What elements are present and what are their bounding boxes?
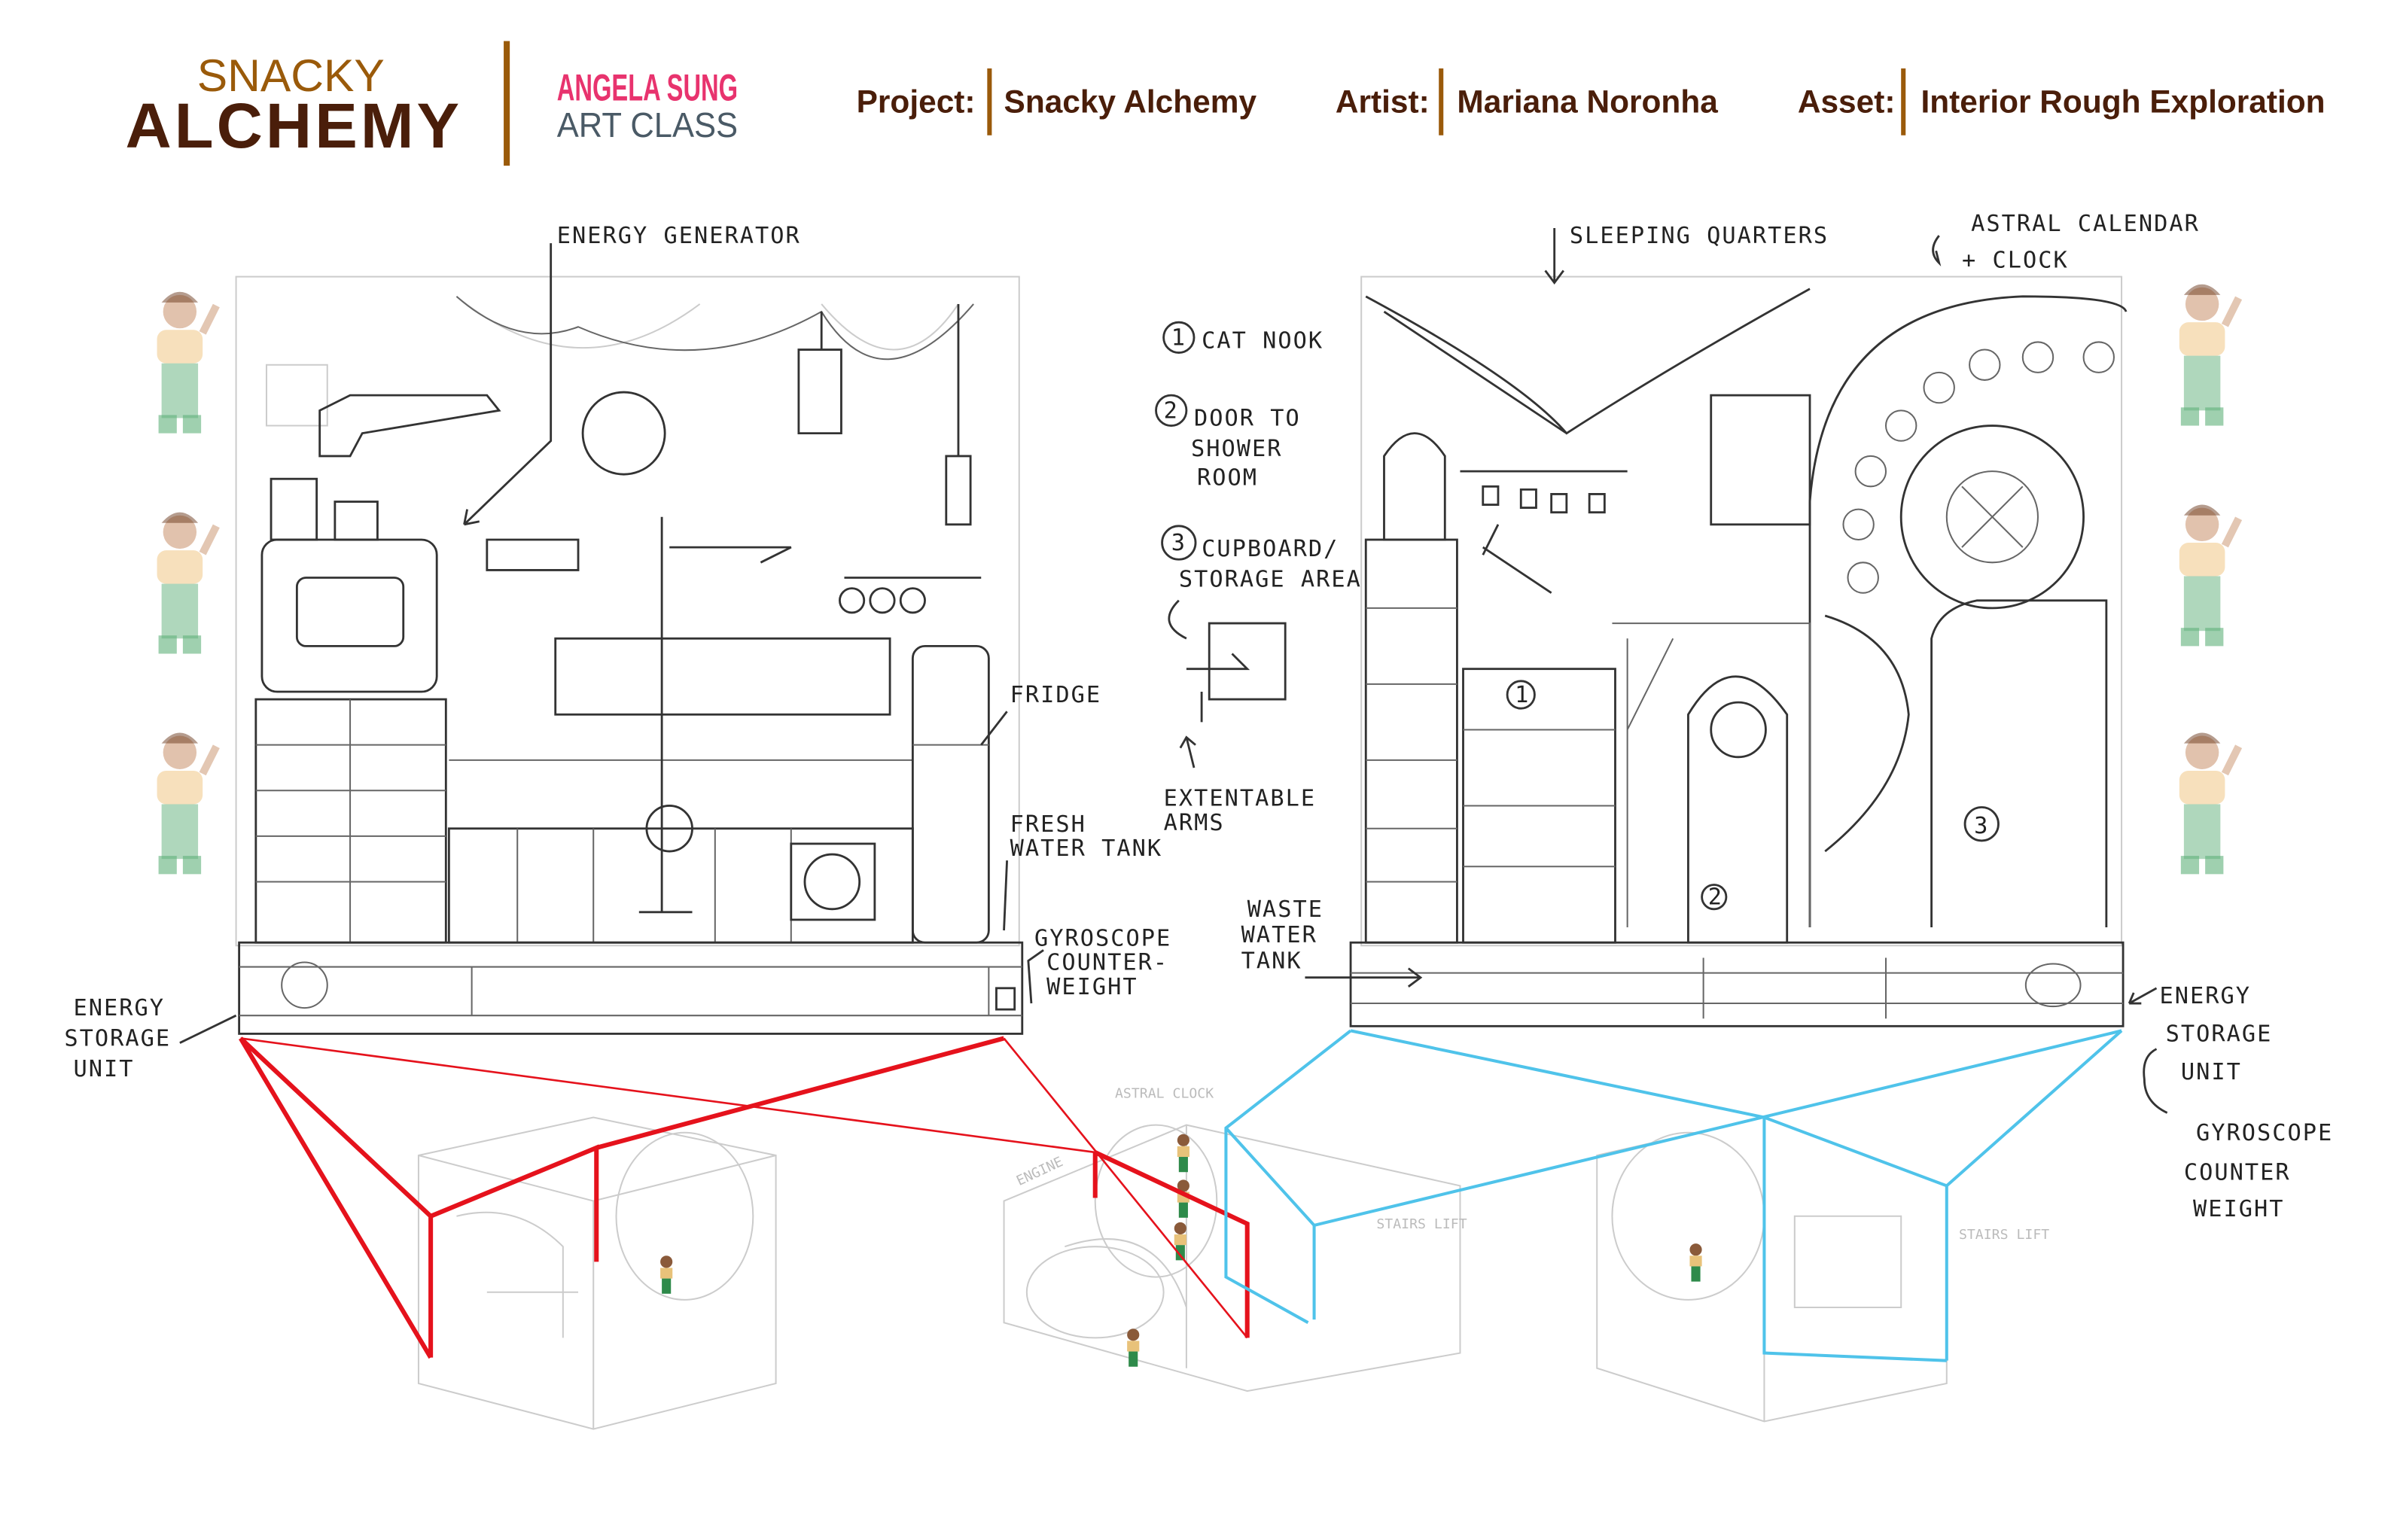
label-energy-storage-2: STORAGE [2166,1021,2273,1048]
header: SNACKY ALCHEMY ANGELA SUNG ART CLASS Pro… [126,41,2326,166]
character-reference-right [2179,285,2239,875]
red-projection-lines [239,1036,1250,1359]
label-energy-storage-3: UNIT [73,1056,134,1082]
class-subtitle: ART CLASS [557,105,738,145]
thumbnail-left [417,1116,777,1430]
artist-value: Mariana Noronha [1457,84,1718,119]
label-sleeping-quarters: SLEEPING QUARTERS [1570,223,1829,249]
legend-cupboard-2: STORAGE AREA [1179,567,1362,593]
label-energy-storage-3: UNIT [2181,1059,2242,1085]
label-energy-storage-2: STORAGE [64,1026,171,1052]
marker-2: 2 [1708,884,1723,911]
label-fresh-water-1: FRESH [1010,811,1086,838]
label-extendable-1: EXTENTABLE [1164,785,1317,811]
legend: 1 CAT NOOK 2 DOOR TO SHOWER ROOM 3 CUPBO… [1155,321,1362,836]
label-gyroscope-1: GYROSCOPE [1034,925,1171,951]
character-reference-left [157,292,217,875]
artist-label: Artist: [1336,84,1430,119]
label-astral-calendar-1: ASTRAL CALENDAR [1971,211,2200,237]
legend-door-2: SHOWER [1191,436,1283,462]
field-divider [1901,68,1906,135]
project-label: Project: [857,84,976,119]
marker-3: 3 [1974,813,1989,839]
header-divider [504,41,510,166]
legend-cat-nook: CAT NOOK [1202,328,1323,355]
label-gyroscope-1: GYROSCOPE [2196,1120,2333,1146]
label-energy-generator: ENERGY GENERATOR [557,223,801,249]
label-stairs-lift: STAIRS LIFT [1959,1227,2049,1243]
class-name: ANGELA SUNG [557,65,738,108]
legend-num: 3 [1171,530,1186,556]
label-fridge: FRIDGE [1010,682,1102,708]
right-interior-sketch: 3 1 2 SLEEPING QUARTERS ASTRAL CALENDAR … [1241,211,2333,1222]
field-divider [987,68,992,135]
label-gyroscope-2: COUNTER- [1046,950,1168,976]
label-energy-storage-1: ENERGY [2160,983,2252,1009]
left-interior-sketch: ENERGY GENERATOR FRIDGE FRESH WATER TANK… [64,223,1171,1082]
legend-num: 2 [1164,397,1179,424]
marker-1: 1 [1515,682,1530,708]
thumbnail-right: STAIRS LIFT [1596,1116,2049,1423]
label-fresh-water-2: WATER TANK [1010,835,1163,862]
legend-door-1: DOOR TO [1194,406,1301,432]
label-energy-storage-1: ENERGY [73,995,165,1021]
label-astral-calendar-2: + CLOCK [1962,247,2069,273]
label-gyroscope-3: WEIGHT [2193,1196,2285,1222]
label-engine: ENGINE [1014,1154,1065,1189]
legend-num: 1 [1171,324,1186,351]
label-extendable-2: ARMS [1164,810,1225,836]
label-gyroscope-2: COUNTER [2184,1159,2291,1185]
label-waste-water-2: WATER [1241,922,1317,948]
logo-line1: SNACKY [197,50,385,101]
asset-value: Interior Rough Exploration [1920,84,2325,119]
logo-line2: ALCHEMY [126,90,463,161]
label-stairs-lift: STAIRS LIFT [1376,1216,1467,1232]
label-astral-clock: ASTRAL CLOCK [1115,1085,1214,1101]
field-divider [1439,68,1444,135]
label-waste-water-3: TANK [1241,948,1302,975]
label-waste-water-1: WASTE [1247,896,1323,923]
label-gyroscope-3: WEIGHT [1046,974,1138,1000]
asset-label: Asset: [1798,84,1896,119]
legend-door-3: ROOM [1197,464,1258,491]
blue-projection-lines [1224,1029,2123,1362]
legend-cupboard-1: CUPBOARD/ [1202,536,1339,562]
thumbnail-middle: ASTRAL CLOCK ENGINE STAIRS LIFT [1003,1085,1467,1392]
project-value: Snacky Alchemy [1004,84,1257,119]
